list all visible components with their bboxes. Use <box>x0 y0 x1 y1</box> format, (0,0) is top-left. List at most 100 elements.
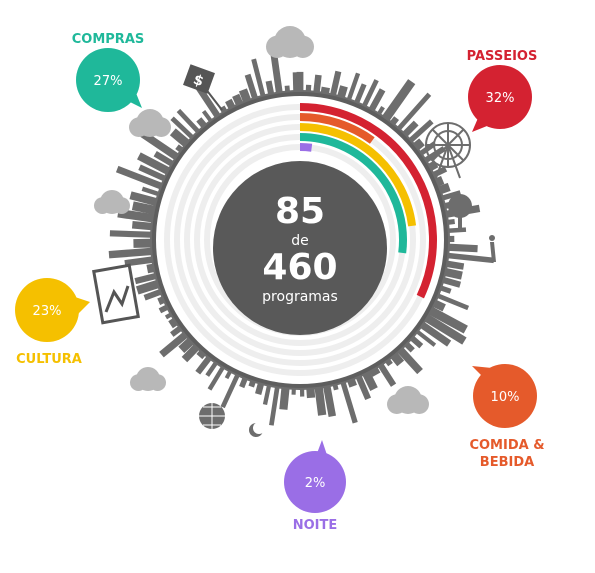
cloud-decorations <box>94 26 430 415</box>
skyline-building <box>367 88 386 114</box>
skyline-building <box>181 342 202 363</box>
skyline-building <box>284 85 291 95</box>
percent-label-compras: 27% <box>94 74 123 89</box>
person-icon <box>489 235 496 262</box>
center-total: 460 <box>262 247 337 288</box>
arc-compras <box>299 133 407 254</box>
cloud <box>94 190 130 215</box>
picture-frame-icon <box>92 263 140 325</box>
center-of: de <box>291 233 309 249</box>
category-label-noite: NOITE <box>293 518 338 533</box>
arc-cultura <box>299 123 417 227</box>
skyline-building <box>395 345 423 375</box>
skyline-building <box>291 385 296 395</box>
skyline-building <box>169 128 192 149</box>
skyline-building <box>299 385 305 397</box>
skyline-building <box>138 164 169 183</box>
skyline-building <box>322 382 337 418</box>
skyline-building <box>445 227 467 234</box>
skyline-building <box>251 58 267 100</box>
cloud <box>130 367 167 391</box>
skyline-building <box>376 361 397 387</box>
skyline-building <box>434 292 470 311</box>
skyline-building <box>421 146 446 165</box>
skyline-building <box>244 73 259 102</box>
skyline-building <box>143 288 165 301</box>
ring-outline <box>152 92 448 388</box>
skyline-building <box>109 230 155 238</box>
skyline-building <box>336 85 348 101</box>
percent-label-cultura: 23% <box>33 304 62 319</box>
skyline-building <box>159 330 190 358</box>
skyline-building <box>220 371 241 409</box>
skyline-building <box>239 374 249 389</box>
category-bubbles: 32% PASSEIOS 10% COMIDA & BEBIDA 23% CULTURA 27… <box>15 32 545 533</box>
skyline-building <box>131 221 155 231</box>
skyline-building <box>255 380 265 395</box>
bar-arcs <box>299 103 437 299</box>
skyline-building <box>176 108 202 136</box>
skyline-building <box>445 235 455 243</box>
skyline-building <box>312 74 322 96</box>
bubble-passeios: 32% <box>468 65 532 132</box>
skyline-building <box>135 279 162 295</box>
skyline-building <box>292 72 299 95</box>
skyline-building <box>360 79 379 110</box>
bubble-comida: 10% <box>472 364 537 428</box>
skyline-building <box>296 71 304 94</box>
category-label-comida: BEBIDA <box>480 455 534 470</box>
bubble-cultura: 23% <box>15 278 90 342</box>
skyline-building <box>339 378 358 424</box>
skyline-building <box>306 385 316 399</box>
skyline-building <box>140 130 182 162</box>
skyline-building <box>133 238 155 248</box>
skyline-building <box>406 119 434 145</box>
category-label-passeios: PASSEIOS <box>467 49 538 64</box>
skyline-building <box>444 218 456 226</box>
skyline-building <box>141 186 162 197</box>
skyline-building <box>238 88 253 106</box>
skyline-building <box>137 152 173 176</box>
bubble-noite: 2% <box>284 440 346 513</box>
percent-label-comida: 10% <box>491 390 520 405</box>
skyline-building <box>124 256 156 267</box>
skyline-building <box>207 363 227 391</box>
category-label-compras: COMPRAS <box>72 32 145 47</box>
skyline-building <box>354 372 372 401</box>
skyline-building <box>117 208 157 223</box>
cloud <box>266 26 314 58</box>
bubble-compras: 27% <box>76 48 142 112</box>
skyline-building <box>131 201 158 216</box>
cloud <box>387 386 430 415</box>
arc-comida <box>299 113 375 144</box>
skyline-building <box>445 243 478 253</box>
skyline-building <box>444 252 495 264</box>
arc-noite <box>299 142 313 152</box>
percent-label-noite: 2% <box>305 476 326 491</box>
skyline-building <box>108 247 155 259</box>
skyline-building <box>205 359 220 377</box>
disco-ball-icon <box>199 403 225 429</box>
skyline-building <box>270 50 284 96</box>
skyline-building <box>413 328 437 347</box>
skyline-building <box>262 382 272 405</box>
category-label-comida: COMIDA & <box>469 438 544 453</box>
skyline-building <box>439 276 462 288</box>
moon-icon <box>249 422 265 437</box>
skyline-building <box>265 80 275 98</box>
center-unit: programas <box>262 289 338 305</box>
skyline-building <box>407 333 424 349</box>
ferris-wheel-icon <box>425 122 471 179</box>
skyline-building <box>380 79 416 124</box>
category-label-cultura: CULTURA <box>16 352 82 367</box>
cloud <box>129 109 171 137</box>
skyline-building <box>170 116 196 142</box>
skyline-building <box>195 353 214 375</box>
dollar-sign-icon: $ <box>183 64 223 111</box>
skyline-building <box>314 384 327 416</box>
percent-label-passeios: 32% <box>486 91 515 106</box>
skyline-building <box>305 84 312 95</box>
skyline-building <box>417 320 452 347</box>
skyline-building <box>422 312 467 345</box>
